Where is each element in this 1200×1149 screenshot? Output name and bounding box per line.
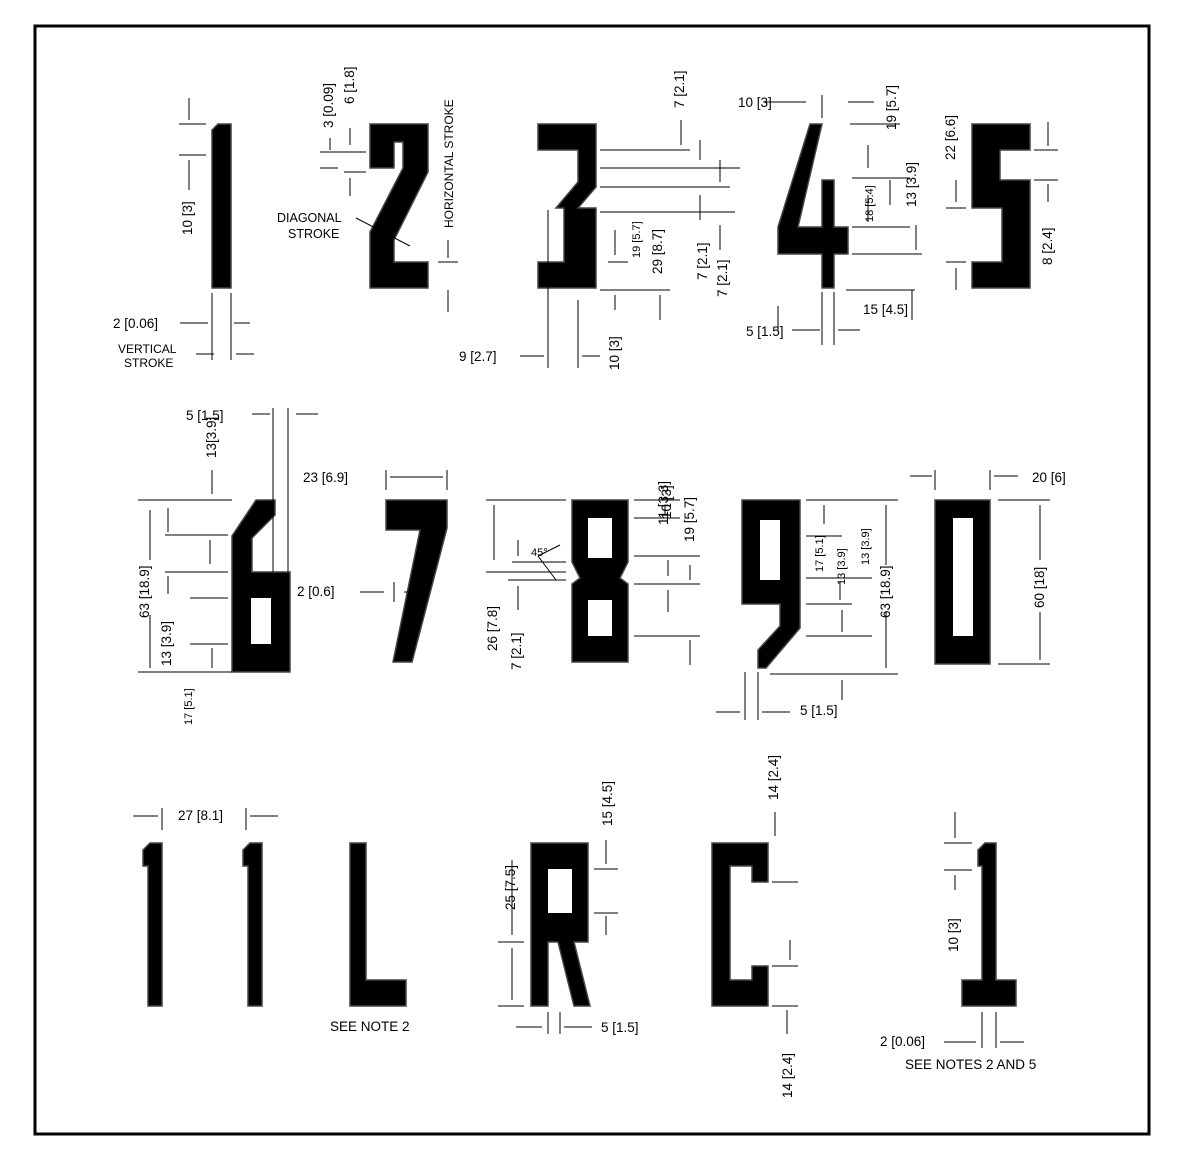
dim-three-r2: 7 [2.1] (715, 259, 730, 297)
char-1-row3-a (142, 842, 163, 1007)
dim-seven-stroke: 2 [0.6] (297, 584, 335, 599)
dim-R-mid: 25 [7.5] (503, 865, 518, 910)
char-8 (571, 499, 629, 663)
dim-three: 7 [2.1] 19 [5.7] 29 [8.7] 7 [2.1] 7 [2.1… (459, 70, 740, 370)
drawing-frame (33, 24, 1151, 1136)
dim-four: 10 [3] 19 [5.7] 18 [5.4] 13 [3.9] 15 [4.… (738, 85, 922, 345)
char-0 (934, 499, 991, 665)
dim-nine-bottom: 5 [1.5] (800, 703, 838, 718)
char-3 (537, 123, 597, 289)
dim-eight: 45° 11 [3.3] 10 [3] 19 [5.7] 26 [7.8] 7 … (485, 481, 700, 670)
dim-C-bottom: 14 [2.4] (780, 1053, 795, 1098)
see-notes-2-and-5: SEE NOTES 2 AND 5 (905, 1057, 1036, 1072)
vertical-stroke-label-2: STROKE (124, 356, 173, 370)
dim-two-a: 3 [0.09] (321, 83, 336, 128)
dim-zero-width: 20 [6] (1032, 470, 1066, 485)
char-6 (231, 499, 291, 673)
dim-R-top: 15 [4.5] (600, 781, 615, 826)
dim-four-r3: 13 [3.9] (904, 162, 919, 207)
dim-six-height: 63 [18.9] (137, 565, 152, 618)
dim-three-left: 9 [2.7] (459, 349, 497, 364)
dim-nine: 17 [5.1] 13 [3.9] 13 [3.9] 63 [18.9] 5 [… (716, 499, 898, 720)
vertical-stroke-label-1: VERTICAL (118, 342, 177, 356)
dim-six-top: 5 [1.5] (186, 408, 224, 423)
dim-nine-a: 17 [5.1] (814, 535, 826, 572)
char-R (530, 842, 591, 1007)
dim-three-mid: 29 [8.7] (650, 229, 665, 274)
dim-three-bottom: 10 [3] (607, 336, 622, 370)
dim-eight-b: 10 [3] (659, 485, 674, 519)
dim-four-right: 15 [4.5] (863, 302, 908, 317)
char-1 (211, 123, 232, 289)
dim-five-bottom: 8 [2.4] (1040, 227, 1055, 265)
char-7 (385, 499, 448, 663)
dim-six-top2: 13[3.9] (204, 417, 219, 458)
diagonal-stroke-label-2: STROKE (288, 227, 339, 241)
dim-nine-c: 13 [3.9] (860, 528, 872, 565)
dim-five: 22 [6.6] 8 [2.4] (943, 115, 1058, 290)
dim-one-height: 10 [3] (180, 201, 195, 235)
char-L (349, 842, 407, 1007)
char-C (711, 842, 769, 1007)
dim-eight-e: 7 [2.1] (509, 632, 524, 670)
dim-six-bottom: 17 [5.1] (183, 688, 195, 725)
dim-two: 3 [0.09] 6 [1.8] DIAGONAL STROKE HORIZON… (277, 66, 458, 312)
dim-seven-width: 23 [6.9] (303, 470, 348, 485)
dim-four-left: 5 [1.5] (746, 324, 784, 339)
dim-three-mid-small: 19 [5.7] (631, 221, 643, 258)
dim-three-top: 7 [2.1] (672, 70, 687, 108)
dim-zero-height: 60 [18] (1032, 567, 1047, 608)
dim-one-width: 2 [0.06] (113, 316, 158, 331)
dim-C: 14 [2.4] 14 [2.4] (766, 755, 798, 1098)
dim-four-r1: 19 [5.7] (884, 85, 899, 130)
dim-nine-height: 63 [18.9] (878, 565, 893, 618)
dim-C-top: 14 [2.4] (766, 755, 781, 800)
char-9 (741, 499, 801, 669)
dim-six: 5 [1.5] 13[3.9] 63 [18.9] 13 [3.9] 17 [5… (137, 408, 318, 725)
char-1-row3-b (242, 842, 263, 1007)
dim-eight-c: 19 [5.7] (682, 497, 697, 542)
see-note-2: SEE NOTE 2 (330, 1019, 410, 1034)
dim-six-mid: 13 [3.9] (159, 621, 174, 666)
dim-row3-spacing-label: 27 [8.1] (178, 808, 223, 823)
dim-eight-a: 11 [3.3] (656, 481, 671, 525)
char-4 (777, 123, 849, 289)
dim-row3-spacing: 27 [8.1] (133, 808, 278, 830)
char-5 (971, 123, 1031, 289)
dim-four-top-width: 10 [3] (738, 95, 772, 110)
angle-45: 45° (531, 547, 548, 559)
dim-one-row3-width: 2 [0.06] (880, 1034, 925, 1049)
horizontal-stroke-label: HORIZONTAL STROKE (442, 99, 456, 228)
dim-two-b: 6 [1.8] (342, 66, 357, 104)
diagonal-stroke-label-1: DIAGONAL (277, 211, 342, 225)
dim-seven: 23 [6.9] 2 [0.6] (297, 470, 448, 602)
dim-four-r2: 18 [5.4] (864, 185, 876, 222)
char-1-row3-c (961, 842, 1017, 1007)
dim-one: 10 [3] 2 [0.06] VERTICAL STROKE (113, 98, 254, 370)
char-2 (369, 123, 429, 289)
dim-R: 15 [4.5] 25 [7.5] 5 [1.5] (498, 781, 639, 1035)
dim-one-row3-height: 10 [3] (946, 918, 961, 952)
dim-nine-b: 13 [3.9] (836, 548, 848, 585)
dim-R-bottom: 5 [1.5] (601, 1020, 639, 1035)
dim-three-r1: 7 [2.1] (695, 242, 710, 280)
dim-eight-d: 26 [7.8] (485, 606, 500, 651)
dim-zero: 20 [6] 60 [18] (910, 470, 1066, 665)
dim-one-row3: 10 [3] 2 [0.06] (880, 812, 1024, 1049)
dim-five-top: 22 [6.6] (943, 115, 958, 160)
